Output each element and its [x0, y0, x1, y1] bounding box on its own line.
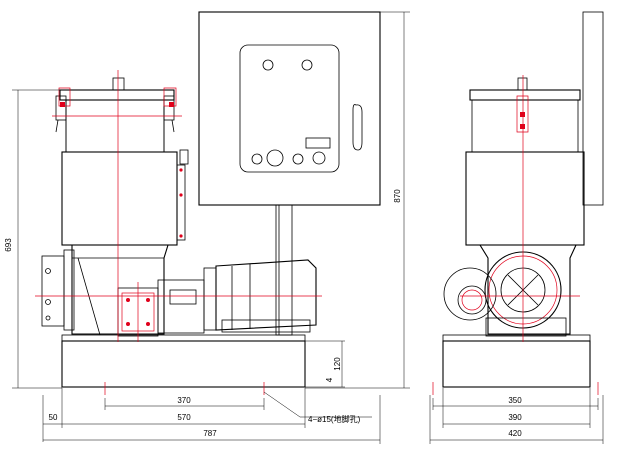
side-base	[442, 340, 591, 388]
feed-port	[112, 77, 125, 91]
dim-bolt-spacing: 370	[104, 396, 265, 410]
dim-cabinet-height: 870	[305, 11, 410, 389]
dim-side-base-width-label: 390	[508, 413, 522, 422]
dim-front-height: 693	[4, 89, 62, 389]
control-panel	[239, 44, 340, 173]
side-view: 350 390 420	[429, 11, 604, 444]
motor-flange	[203, 267, 217, 331]
side-gear-housing	[479, 244, 577, 335]
side-feed-port	[517, 77, 528, 91]
base-frame	[61, 340, 306, 388]
dim-overall-length-label: 787	[203, 429, 217, 438]
cabinet-handle	[352, 104, 363, 151]
hopper-bowl	[65, 99, 165, 153]
dim-side-overall-width-label: 420	[508, 429, 522, 438]
display-window	[305, 137, 331, 149]
cabinet-post	[275, 204, 293, 336]
dim-bolt-spacing-label: 370	[177, 396, 191, 405]
side-drum	[465, 151, 585, 246]
drum-vent	[179, 149, 189, 165]
panel-button-3	[312, 151, 326, 165]
bolt-hole-label: 4−ø15(地脚孔)	[308, 414, 361, 424]
dim-front-height-label: 693	[4, 238, 13, 252]
dim-side-overall-width: 420	[429, 395, 604, 444]
dim-side-bolt-spacing-label: 350	[508, 396, 522, 405]
bolt-hole-callout: 4−ø15(地脚孔)	[263, 391, 372, 424]
dim-overall-length: 787	[43, 395, 381, 444]
indicator-lamp-1	[262, 59, 274, 71]
dim-side-bolt-spacing: 350	[432, 396, 599, 410]
dim-base-height: 120 4	[305, 340, 345, 388]
dim-cabinet-height-label: 870	[393, 189, 402, 203]
side-flange	[41, 255, 65, 327]
side-cabinet	[582, 11, 604, 206]
reducer-box	[157, 279, 205, 334]
front-view: 693 870 120 4 370	[4, 11, 410, 444]
dim-left-offset-label: 50	[49, 413, 58, 422]
indicator-lamp-2	[301, 59, 313, 71]
hopper-lid	[59, 89, 175, 101]
dim-base-height-label: 120	[333, 357, 342, 371]
dim-base-length: 50 570	[42, 388, 306, 442]
lid-clamp-right	[163, 95, 175, 121]
main-drum	[61, 151, 178, 246]
panel-knob-main	[266, 149, 284, 167]
lid-clamp-left	[55, 95, 67, 121]
dim-base-offset-label: 4	[325, 377, 334, 382]
side-hopper-lid	[469, 89, 581, 101]
panel-button-1	[251, 153, 263, 165]
side-pulley	[443, 267, 497, 321]
motor-mount	[221, 319, 311, 333]
dim-base-length-label: 570	[177, 413, 191, 422]
drive-motor	[215, 259, 317, 331]
dim-side-base-width: 390	[442, 388, 591, 428]
panel-button-2	[292, 153, 304, 165]
drum-side-door	[176, 164, 186, 241]
